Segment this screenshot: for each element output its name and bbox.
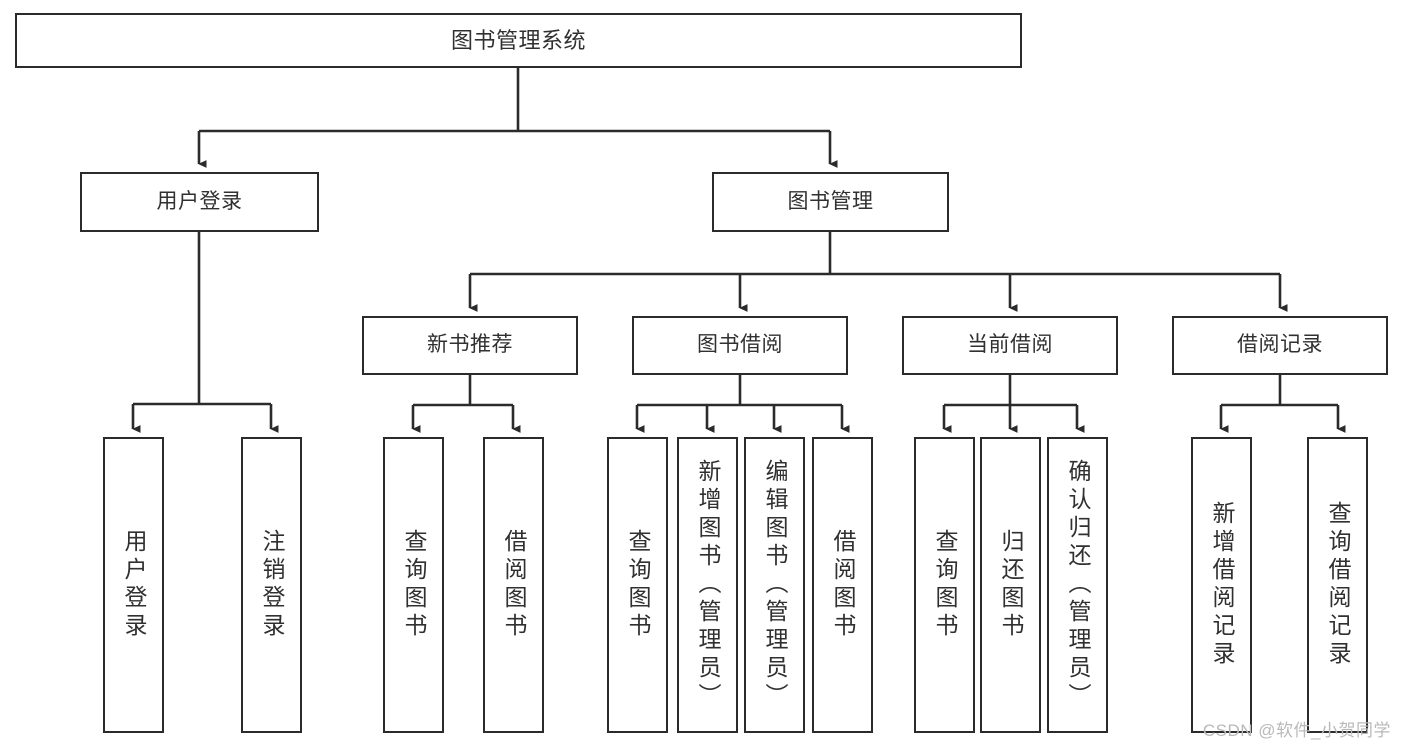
node-leaf-confirm-return[interactable]: 确认归还（管理员） [1047,437,1108,733]
node-book-borrow-label: 图书借阅 [697,333,783,357]
node-book-borrow[interactable]: 图书借阅 [632,316,848,375]
node-leaf-query-book-2[interactable]: 查询图书 [607,437,668,733]
node-leaf-query-book-1-label: 查询图书 [401,529,427,641]
node-book-manage-label: 图书管理 [787,189,874,213]
node-leaf-add-record[interactable]: 新增借阅记录 [1191,437,1252,733]
node-leaf-logout[interactable]: 注销登录 [241,437,302,733]
node-new-book-recommend[interactable]: 新书推荐 [362,316,578,375]
node-leaf-add-book-label: 新增图书（管理员） [695,459,721,711]
node-leaf-query-book-2-label: 查询图书 [625,529,651,641]
node-leaf-return-book-label: 归还图书 [998,529,1024,641]
node-leaf-borrow-book-1-label: 借阅图书 [501,529,527,641]
node-leaf-borrow-book-2-label: 借阅图书 [830,529,856,641]
node-current-borrow[interactable]: 当前借阅 [902,316,1118,375]
node-book-manage[interactable]: 图书管理 [712,172,949,232]
node-leaf-query-book-3[interactable]: 查询图书 [914,437,975,733]
node-borrow-record[interactable]: 借阅记录 [1172,316,1388,375]
node-leaf-borrow-book-2[interactable]: 借阅图书 [812,437,873,733]
node-user-login-label: 用户登录 [156,189,243,213]
node-leaf-return-book[interactable]: 归还图书 [980,437,1041,733]
node-leaf-query-book-1[interactable]: 查询图书 [383,437,444,733]
node-leaf-query-book-3-label: 查询图书 [932,529,958,641]
node-leaf-edit-book[interactable]: 编辑图书（管理员） [744,437,805,733]
node-leaf-logout-label: 注销登录 [259,529,285,641]
node-leaf-borrow-book-1[interactable]: 借阅图书 [483,437,544,733]
node-leaf-query-record-label: 查询借阅记录 [1325,501,1351,669]
node-root-system-label: 图书管理系统 [450,27,586,53]
node-new-book-recommend-label: 新书推荐 [427,333,513,357]
node-leaf-user-login[interactable]: 用户登录 [103,437,164,733]
node-leaf-add-book[interactable]: 新增图书（管理员） [677,437,738,733]
node-root-system[interactable]: 图书管理系统 [15,13,1022,68]
csdn-watermark: CSDN @软件_小贺同学 [1202,721,1391,740]
node-leaf-user-login-label: 用户登录 [121,529,147,641]
node-leaf-add-record-label: 新增借阅记录 [1209,501,1235,669]
node-leaf-edit-book-label: 编辑图书（管理员） [762,459,788,711]
node-current-borrow-label: 当前借阅 [967,333,1053,357]
node-user-login[interactable]: 用户登录 [80,172,319,232]
node-leaf-confirm-return-label: 确认归还（管理员） [1065,459,1091,711]
node-leaf-query-record[interactable]: 查询借阅记录 [1307,437,1368,733]
node-borrow-record-label: 借阅记录 [1237,333,1323,357]
